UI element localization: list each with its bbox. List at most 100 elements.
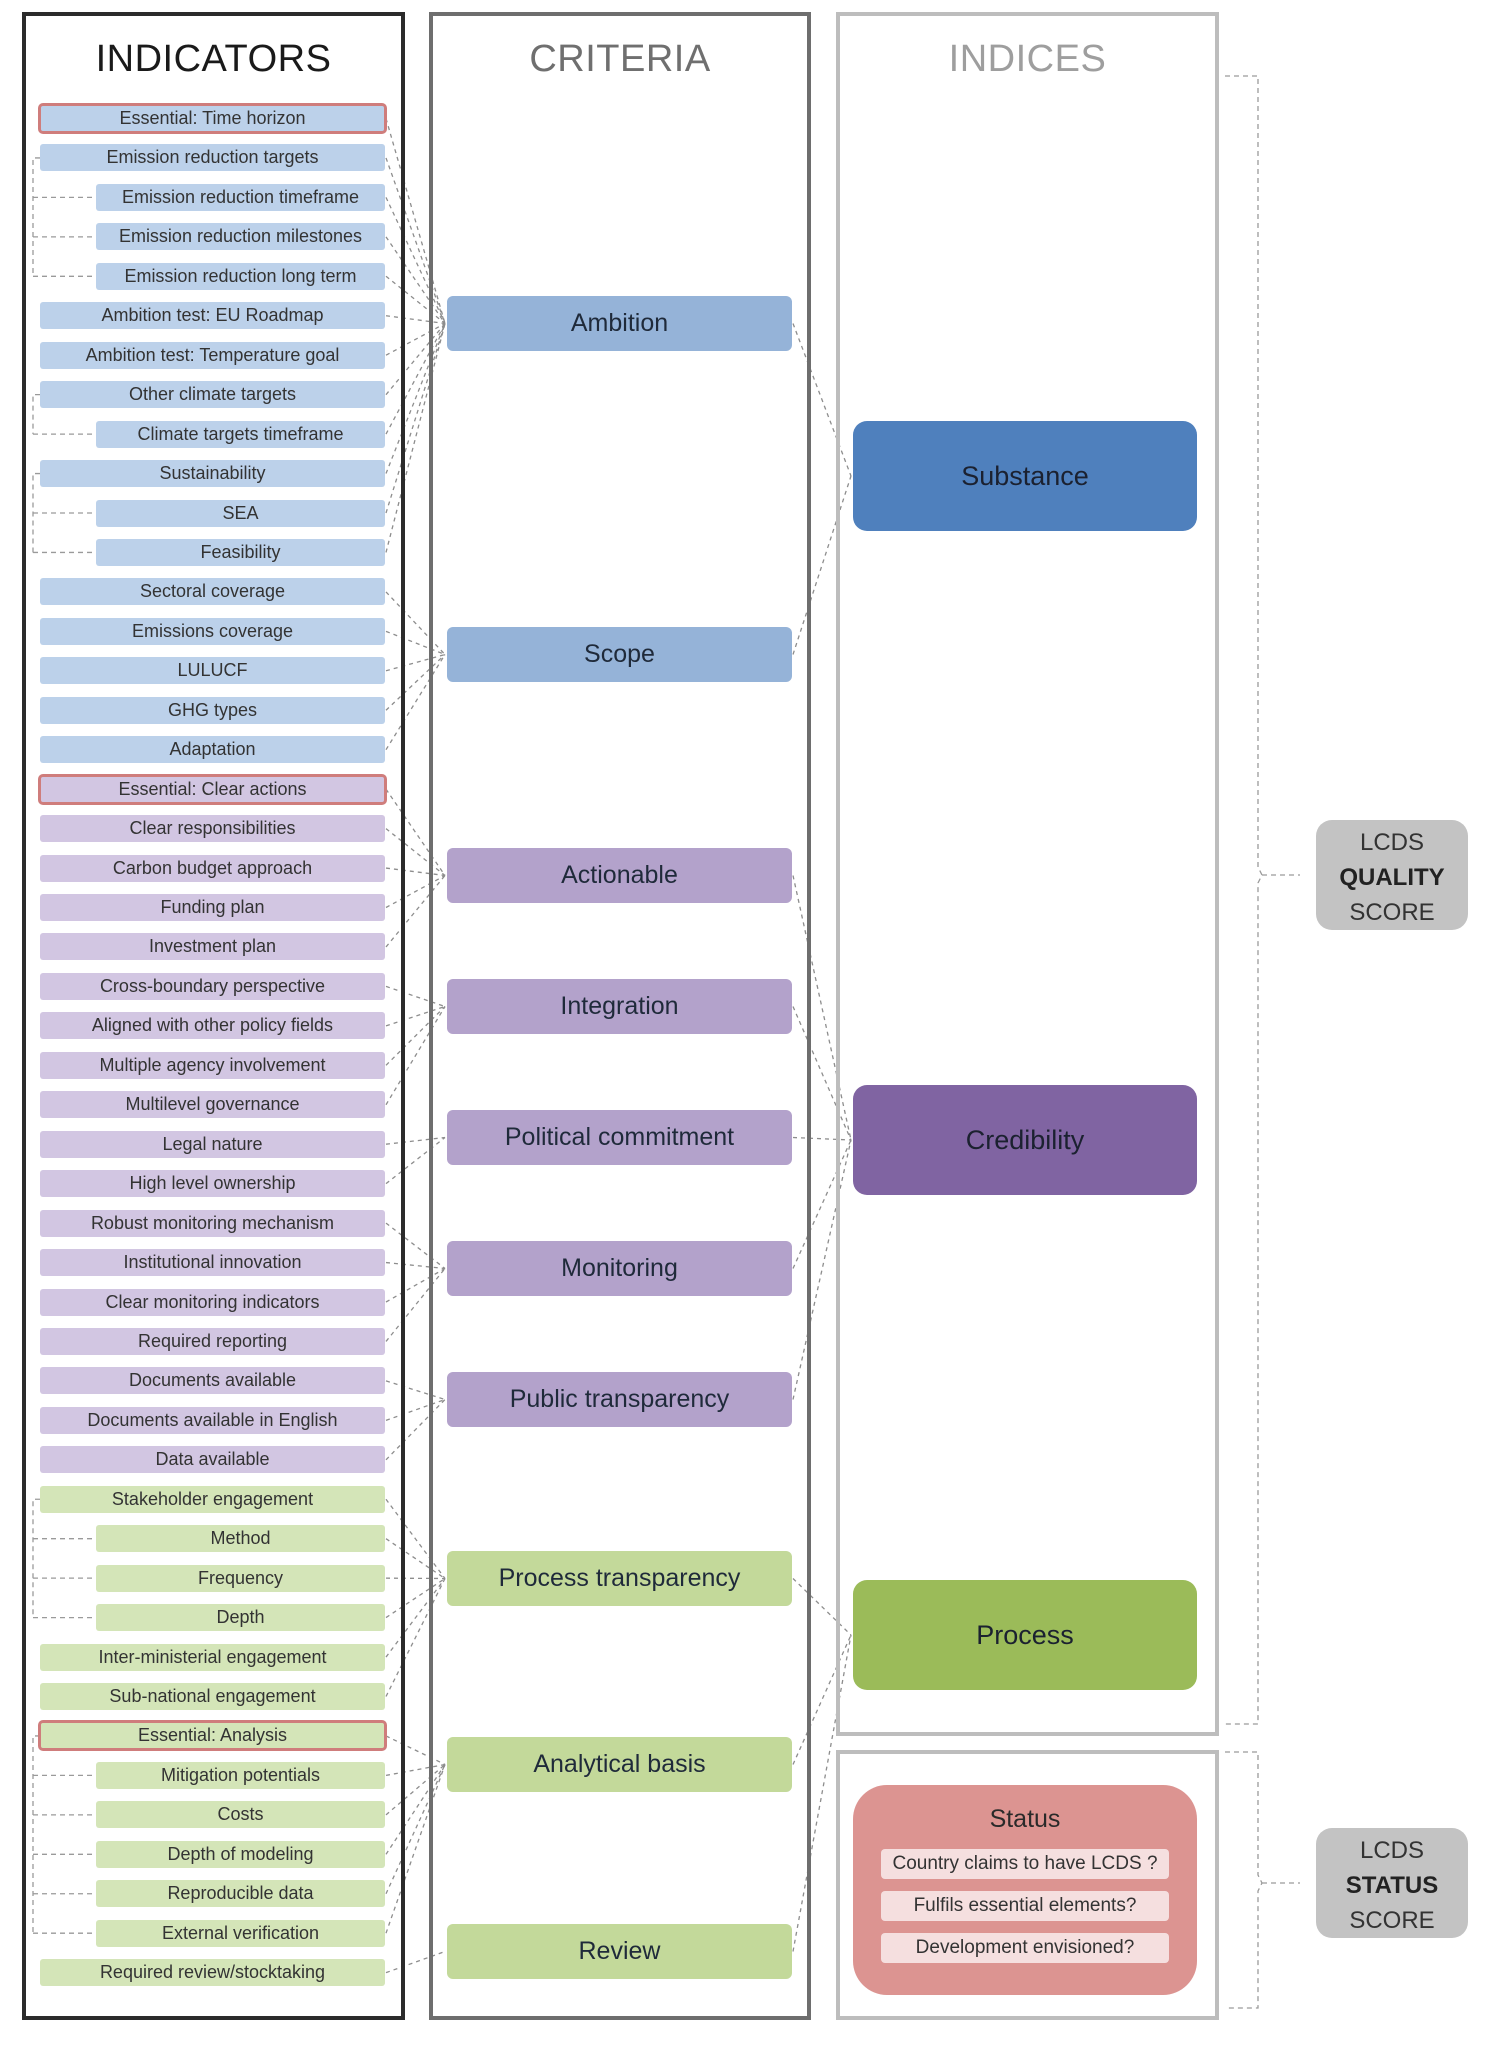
indicator-emission-reduction-timeframe: Emission reduction timeframe xyxy=(96,183,385,211)
criterion-public-transparency: Public transparency xyxy=(447,1372,792,1427)
indicator-required-reporting: Required reporting xyxy=(40,1327,385,1355)
criterion-ambition: Ambition xyxy=(447,296,792,351)
indicator-criterion-line xyxy=(385,118,446,324)
indicator-criterion-line xyxy=(385,591,446,655)
criterion-index-line xyxy=(792,1578,852,1636)
indicators-header: INDICATORS xyxy=(95,38,332,80)
criterion-scope: Scope xyxy=(447,627,792,682)
status-question: Development envisioned? xyxy=(881,1933,1169,1963)
indicator-criterion-line xyxy=(385,1136,446,1145)
index-process: Process xyxy=(853,1580,1197,1690)
indicator-criterion-line xyxy=(385,630,446,656)
indicator-funding-plan: Funding plan xyxy=(40,894,385,921)
indicator-criterion-line xyxy=(385,1763,446,1777)
indicator-criterion-line xyxy=(385,323,446,514)
criteria-header: CRITERIA xyxy=(529,38,711,80)
indicator-criterion-line xyxy=(385,1399,446,1461)
status-card: Status Country claims to have LCDS ? Ful… xyxy=(853,1785,1197,1995)
indicator-criterion-line xyxy=(385,654,446,711)
status-title: Status xyxy=(989,1805,1061,1833)
indicator-criterion-line xyxy=(385,1950,446,1974)
indicator-feasibility: Feasibility xyxy=(96,538,385,566)
indicator-sectoral-coverage: Sectoral coverage xyxy=(40,578,385,606)
indicator-sustainability: Sustainability xyxy=(40,460,385,488)
criterion-review: Review xyxy=(447,1924,792,1979)
status-score-box: LCDS STATUS SCORE xyxy=(1316,1828,1468,1938)
criterion-process-transparency: Process transparency xyxy=(447,1551,792,1606)
criterion-index-line xyxy=(792,323,852,477)
indicator-essential-time-horizon: Essential: Time horizon xyxy=(38,103,387,134)
indicator-high-level-ownership: High level ownership xyxy=(40,1170,385,1198)
indicator-criterion-line xyxy=(385,788,446,876)
indicator-emission-reduction-targets: Emission reduction targets xyxy=(40,144,385,172)
indicator-aligned-with-other-policy-fields: Aligned with other policy fields xyxy=(40,1012,385,1040)
indicator-other-climate-targets: Other climate targets xyxy=(40,381,385,409)
indicator-multilevel-governance: Multilevel governance xyxy=(40,1091,385,1119)
indicator-required-review-stocktaking: Required review/stocktaking xyxy=(40,1959,385,1987)
index-substance: Substance xyxy=(853,421,1197,531)
indicator-carbon-budget-approach: Carbon budget approach xyxy=(40,854,385,882)
indices-header: INDICES xyxy=(948,38,1107,80)
quality-score-line1: LCDS xyxy=(1359,829,1425,856)
indicator-inter-ministerial-engagement: Inter-ministerial engagement xyxy=(40,1643,385,1671)
indices-column: INDICES xyxy=(836,12,1219,1736)
indicator-criterion-line xyxy=(385,1006,446,1106)
indicator-criterion-line xyxy=(385,874,446,909)
sub-indicator-bracket xyxy=(32,472,96,554)
quality-score-line3: SCORE xyxy=(1349,899,1435,926)
criterion-monitoring: Monitoring xyxy=(447,1241,792,1296)
indicator-reproducible-data: Reproducible data xyxy=(96,1880,385,1908)
indicator-criterion-line xyxy=(385,1578,446,1658)
indicator-data-available: Data available xyxy=(40,1446,385,1474)
sub-indicator-bracket xyxy=(32,394,96,435)
indicator-legal-nature: Legal nature xyxy=(40,1130,385,1158)
indicator-criterion-line xyxy=(385,1261,446,1270)
indicator-sea: SEA xyxy=(96,499,385,527)
indicator-emission-reduction-long-term: Emission reduction long term xyxy=(96,262,385,290)
criterion-political-commitment: Political commitment xyxy=(447,1110,792,1165)
criterion-analytical-basis: Analytical basis xyxy=(447,1737,792,1792)
indicator-essential-clear-actions: Essential: Clear actions xyxy=(38,773,387,805)
criterion-index-line xyxy=(792,1006,852,1141)
indicator-criterion-line xyxy=(385,1764,446,1816)
indicator-documents-available-in-english: Documents available in English xyxy=(40,1406,385,1434)
indicator-criterion-line xyxy=(385,985,446,1008)
indicator-criterion-line xyxy=(385,654,446,751)
indicator-method: Method xyxy=(96,1525,385,1553)
indicators-column: INDICATORS xyxy=(22,12,405,2020)
indicator-criterion-line xyxy=(385,867,446,877)
quality-score-box: LCDS QUALITY SCORE xyxy=(1316,820,1468,930)
status-brace xyxy=(1225,1751,1300,2009)
indicator-criterion-line xyxy=(385,1380,446,1401)
criterion-index-line xyxy=(792,1634,852,1952)
status-column xyxy=(836,1750,1219,2020)
indicator-criterion-line xyxy=(385,1498,446,1579)
sub-indicator-bracket xyxy=(32,1735,96,1934)
indicator-criterion-line xyxy=(385,236,446,324)
criteria-column: CRITERIA xyxy=(429,12,811,2020)
indicator-stakeholder-engagement: Stakeholder engagement xyxy=(40,1485,385,1513)
criterion-index-line xyxy=(792,875,852,1141)
indicator-criterion-line xyxy=(385,1538,446,1580)
indicator-criterion-line xyxy=(385,1006,446,1066)
indicator-ambition-test-eu-roadmap: Ambition test: EU Roadmap xyxy=(40,302,385,330)
indicator-clear-responsibilities: Clear responsibilities xyxy=(40,815,385,843)
indicator-criterion-line xyxy=(385,322,446,356)
indicator-criterion-line xyxy=(385,1398,446,1421)
indicator-climate-targets-timeframe: Climate targets timeframe xyxy=(96,420,385,448)
indicator-multiple-agency-involvement: Multiple agency involvement xyxy=(40,1051,385,1079)
indicator-criterion-line xyxy=(385,323,446,474)
indicator-emissions-coverage: Emissions coverage xyxy=(40,617,385,645)
criterion-actionable: Actionable xyxy=(447,848,792,903)
sub-indicator-bracket xyxy=(32,1498,96,1619)
indicator-criterion-line xyxy=(385,1578,446,1697)
indicator-robust-monitoring-mechanism: Robust monitoring mechanism xyxy=(40,1209,385,1237)
status-score-line3: SCORE xyxy=(1349,1907,1435,1934)
indicator-costs: Costs xyxy=(96,1801,385,1829)
indicator-documents-available: Documents available xyxy=(40,1367,385,1395)
indicator-clear-monitoring-indicators: Clear monitoring indicators xyxy=(40,1288,385,1316)
status-question: Fulfils essential elements? xyxy=(881,1891,1169,1921)
indicator-adaptation: Adaptation xyxy=(40,736,385,764)
